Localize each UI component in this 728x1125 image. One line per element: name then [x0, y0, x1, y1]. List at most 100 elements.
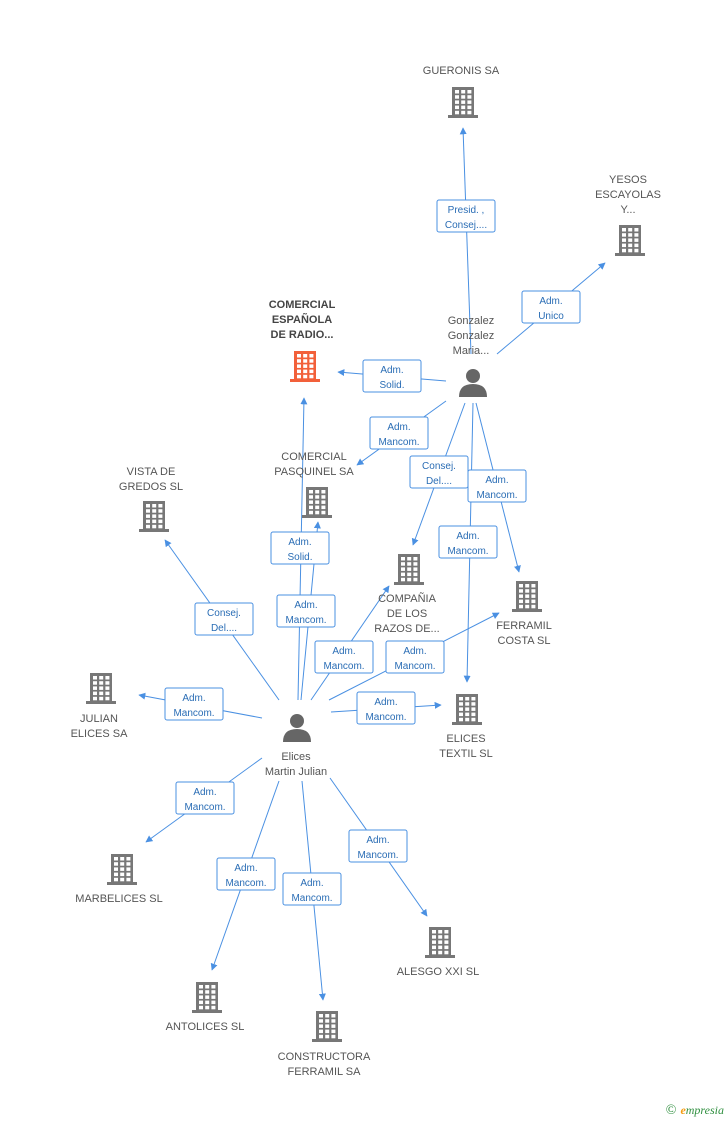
node-gonzalez[interactable]: GonzalezGonzalezMaria...: [448, 315, 494, 397]
edge-label-elices-pasquinel[interactable]: Adm.Mancom.: [276, 594, 336, 628]
edge-label-text: Consej....: [445, 220, 487, 231]
node-label: DE LOS: [387, 608, 427, 620]
edge-label-box: [385, 640, 445, 674]
edge-label-elices-julian[interactable]: Adm.Mancom.: [164, 687, 224, 721]
building-icon: [394, 554, 424, 585]
edge-label-text: Adm.: [300, 878, 323, 889]
edge-label-text: Consej.: [422, 461, 456, 472]
edge-label-elices-ferramil_costa[interactable]: Adm. Mancom.: [385, 640, 445, 674]
node-label: Y...: [620, 204, 635, 216]
edge-label-elices-compania[interactable]: Adm.Mancom.: [314, 640, 374, 674]
person-icon: [459, 369, 487, 397]
edge-label-text: Adm.: [456, 531, 479, 542]
node-label: Gonzalez: [448, 330, 494, 342]
edge-label-gonzalez-pasquinel[interactable]: Adm. Mancom.: [369, 416, 429, 450]
edge-label-text: Presid. ,: [448, 205, 485, 216]
edge-label-text: Unico: [538, 311, 564, 322]
building-icon: [312, 1011, 342, 1042]
edge-label-box: [270, 531, 330, 565]
node-gueronis[interactable]: GUERONIS SA: [423, 65, 500, 118]
building-icon-highlighted: [290, 351, 320, 382]
edge-label-text: Mancom.: [394, 661, 435, 672]
edge-label-text: Adm.: [387, 422, 410, 433]
node-label: Martin Julian: [265, 766, 327, 778]
edge-label-text: Adm.: [374, 697, 397, 708]
edge-label-elices-elices_textil[interactable]: Adm.Mancom.: [356, 691, 416, 725]
node-label: COSTA SL: [498, 635, 551, 647]
edge-label-elices-vista[interactable]: Consej. Del....: [194, 602, 254, 636]
edge-label-text: Mancom.: [378, 437, 419, 448]
edge-label-gonzalez-compania[interactable]: Consej.Del....: [409, 455, 469, 489]
edge-label-box: [369, 416, 429, 450]
edge-label-text: Adm.: [403, 646, 426, 657]
edge-label-text: Mancom.: [225, 878, 266, 889]
copyright-icon: ©: [665, 1103, 677, 1118]
edge-label-box: [362, 359, 422, 393]
person-icon: [283, 714, 311, 742]
node-label: COMERCIAL: [281, 451, 346, 463]
node-label: RAZOS DE...: [374, 623, 439, 635]
edge-label-text: Del....: [211, 623, 237, 634]
node-pasquinel[interactable]: COMERCIAL PASQUINEL SA: [274, 451, 354, 518]
node-label: FERRAMIL: [496, 620, 552, 632]
node-label: VISTA DE: [127, 466, 176, 478]
node-vista[interactable]: VISTA DE GREDOS SL: [119, 466, 183, 532]
node-marbelices[interactable]: MARBELICES SL: [75, 854, 163, 905]
edge-label-elices-alesgo[interactable]: Adm. Mancom.: [348, 829, 408, 863]
building-icon: [192, 982, 222, 1013]
node-yesos[interactable]: YESOSESCAYOLASY...: [595, 174, 661, 256]
edge-label-text: Mancom.: [447, 546, 488, 557]
building-icon: [107, 854, 137, 885]
brand-initial: e: [680, 1103, 686, 1117]
edge-label-elices-antolices[interactable]: Adm.Mancom.: [216, 857, 276, 891]
node-antolices[interactable]: ANTOLICES SL: [166, 982, 245, 1033]
edge-label-box: [164, 687, 224, 721]
edge-label-elices-comercial[interactable]: Adm.Solid.: [270, 531, 330, 565]
edge-label-text: Solid.: [379, 380, 404, 391]
edge-label-text: Adm.: [193, 787, 216, 798]
edge-label-elices-marbelices[interactable]: Adm.Mancom.: [175, 781, 235, 815]
node-label: GREDOS SL: [119, 481, 183, 493]
building-icon: [86, 673, 116, 704]
edges-layer: [138, 127, 606, 1001]
node-label: Gonzalez: [448, 315, 494, 327]
node-ferramil_costa[interactable]: FERRAMIL COSTA SL: [496, 581, 552, 647]
edge-label-text: Consej.: [207, 608, 241, 619]
edge-label-gonzalez-yesos[interactable]: Adm.Unico: [521, 290, 581, 324]
edge-label-box: [521, 290, 581, 324]
edge-label-gonzalez-ferramil_costa[interactable]: Adm.Mancom.: [467, 469, 527, 503]
edge-label-text: Mancom.: [291, 893, 332, 904]
node-label: JULIAN: [80, 713, 118, 725]
edge-label-box: [314, 640, 374, 674]
edge-label-text: Adm.: [366, 835, 389, 846]
node-label: ANTOLICES SL: [166, 1021, 245, 1033]
building-icon: [425, 927, 455, 958]
edge-label-gonzalez-comercial[interactable]: Adm. Solid.: [362, 359, 422, 393]
edge-label-elices-constructora[interactable]: Adm. Mancom.: [282, 872, 342, 906]
node-label: TEXTIL SL: [439, 748, 492, 760]
edge-label-text: Solid.: [287, 552, 312, 563]
node-label: DE RADIO...: [271, 329, 334, 341]
edge-label-box: [348, 829, 408, 863]
node-label: ALESGO XXI SL: [397, 966, 480, 978]
building-icon: [302, 487, 332, 518]
node-label: GUERONIS SA: [423, 65, 500, 77]
edge-label-text: Adm.: [380, 365, 403, 376]
edge-label-box: [356, 691, 416, 725]
node-label: PASQUINEL SA: [274, 466, 354, 478]
building-icon: [512, 581, 542, 612]
edge-label-text: Adm.: [294, 600, 317, 611]
brand-name: mpresia: [685, 1103, 724, 1117]
node-alesgo[interactable]: ALESGO XXI SL: [397, 927, 480, 978]
node-label: MARBELICES SL: [75, 893, 162, 905]
edge-label-text: Mancom.: [357, 850, 398, 861]
building-icon: [615, 225, 645, 256]
edge-label-gonzalez-elices_textil[interactable]: Adm. Mancom.: [438, 525, 498, 559]
edge-label-gonzalez-gueronis[interactable]: Presid. , Consej....: [436, 199, 496, 233]
